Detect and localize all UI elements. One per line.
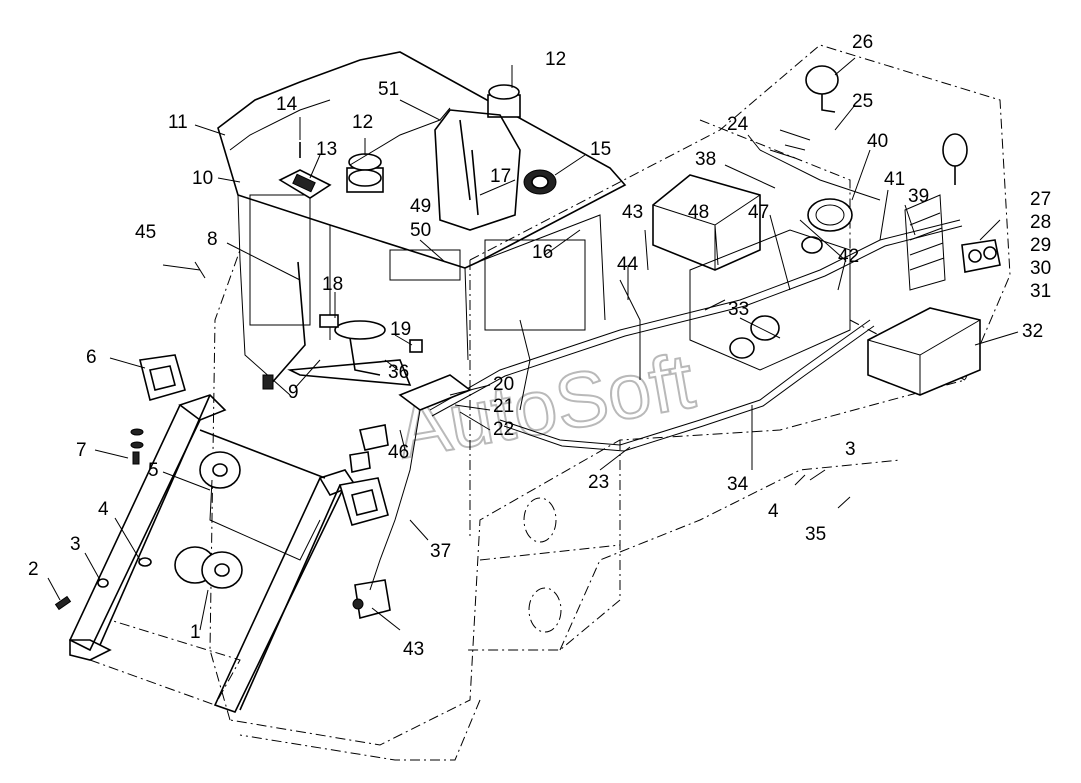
callout-50: 50	[410, 220, 431, 241]
callout-38: 38	[695, 149, 716, 170]
speaker	[523, 169, 557, 195]
callout-16: 16	[532, 242, 553, 263]
front-lamp-left	[139, 354, 186, 401]
callout-28: 28	[1030, 212, 1051, 233]
callout-43: 43	[622, 202, 643, 223]
callout-51: 51	[378, 79, 399, 100]
battery-left	[652, 174, 761, 271]
callout-22: 22	[493, 419, 514, 440]
callout-39: 39	[908, 186, 929, 207]
callout-44: 44	[617, 254, 639, 275]
callout-31: 31	[1030, 281, 1051, 302]
callout-23: 23	[588, 472, 609, 493]
callout-11: 11	[168, 112, 188, 133]
callout-12: 12	[545, 49, 566, 70]
callout-3: 3	[70, 534, 81, 555]
callout-4: 4	[768, 501, 779, 522]
callout-10: 10	[192, 168, 213, 189]
wiper-inset	[434, 109, 521, 231]
alternator	[799, 198, 853, 261]
fuse-box	[349, 374, 472, 473]
callout-27: 27	[1030, 189, 1051, 210]
battery-right	[867, 307, 981, 396]
callout-36: 36	[388, 362, 409, 383]
callout-17: 17	[490, 166, 511, 187]
callout-15: 15	[590, 139, 611, 160]
leader-lines	[47, 57, 1019, 631]
callout-41: 41	[884, 169, 905, 190]
callout-35: 35	[805, 524, 826, 545]
bolt-2	[54, 557, 152, 611]
callout-5: 5	[148, 460, 159, 481]
callout-47: 47	[748, 202, 769, 223]
callout-26: 26	[852, 32, 873, 53]
front-frame-left	[68, 394, 357, 713]
callout-43: 43	[403, 639, 424, 660]
starter-motor	[729, 315, 781, 359]
callout-40: 40	[867, 131, 888, 152]
callout-21: 21	[493, 396, 514, 417]
callout-3: 3	[845, 439, 856, 460]
callout-30: 30	[1030, 258, 1051, 279]
callout-6: 6	[86, 347, 97, 368]
callout-18: 18	[322, 274, 343, 295]
rear-lamp-right	[942, 133, 968, 185]
callout-48: 48	[688, 202, 709, 223]
dome-light	[278, 142, 332, 199]
callout-20: 20	[493, 374, 514, 395]
callout-labels: 1 2 3 3 4 4 5 6 7 8 9 10 11 12 12 13 14 …	[28, 32, 1051, 660]
callout-8: 8	[207, 229, 218, 250]
radiator-grille	[904, 194, 946, 291]
work-lamp-12b	[487, 84, 521, 118]
engine-block	[689, 129, 851, 371]
washers-7	[130, 428, 144, 465]
rear-lamp-26	[805, 65, 839, 113]
callout-42: 42	[838, 246, 859, 267]
callout-45: 45	[135, 222, 156, 243]
callout-12: 12	[352, 112, 373, 133]
callout-13: 13	[316, 139, 337, 160]
callout-24: 24	[727, 114, 749, 135]
callout-1: 1	[190, 622, 201, 643]
steering-column	[287, 314, 423, 386]
front-lamp-right	[338, 477, 389, 526]
wiper-motor-arm	[262, 261, 306, 390]
callout-4: 4	[98, 499, 109, 520]
callout-29: 29	[1030, 235, 1051, 256]
callout-33: 33	[728, 299, 749, 320]
rear-combo-lamps	[961, 239, 1001, 273]
relay-box-43-lower	[352, 579, 391, 620]
callout-2: 2	[28, 559, 39, 580]
callout-19: 19	[390, 319, 411, 340]
work-lamp-12a	[346, 153, 384, 193]
callout-14: 14	[276, 94, 298, 115]
callout-37: 37	[430, 541, 451, 562]
callout-49: 49	[410, 196, 431, 217]
callout-34: 34	[727, 474, 749, 495]
callout-46: 46	[388, 442, 409, 463]
callout-32: 32	[1022, 321, 1043, 342]
callout-9: 9	[288, 382, 299, 403]
horn-assembly	[174, 451, 321, 589]
callout-25: 25	[852, 91, 873, 112]
callout-7: 7	[76, 440, 87, 461]
